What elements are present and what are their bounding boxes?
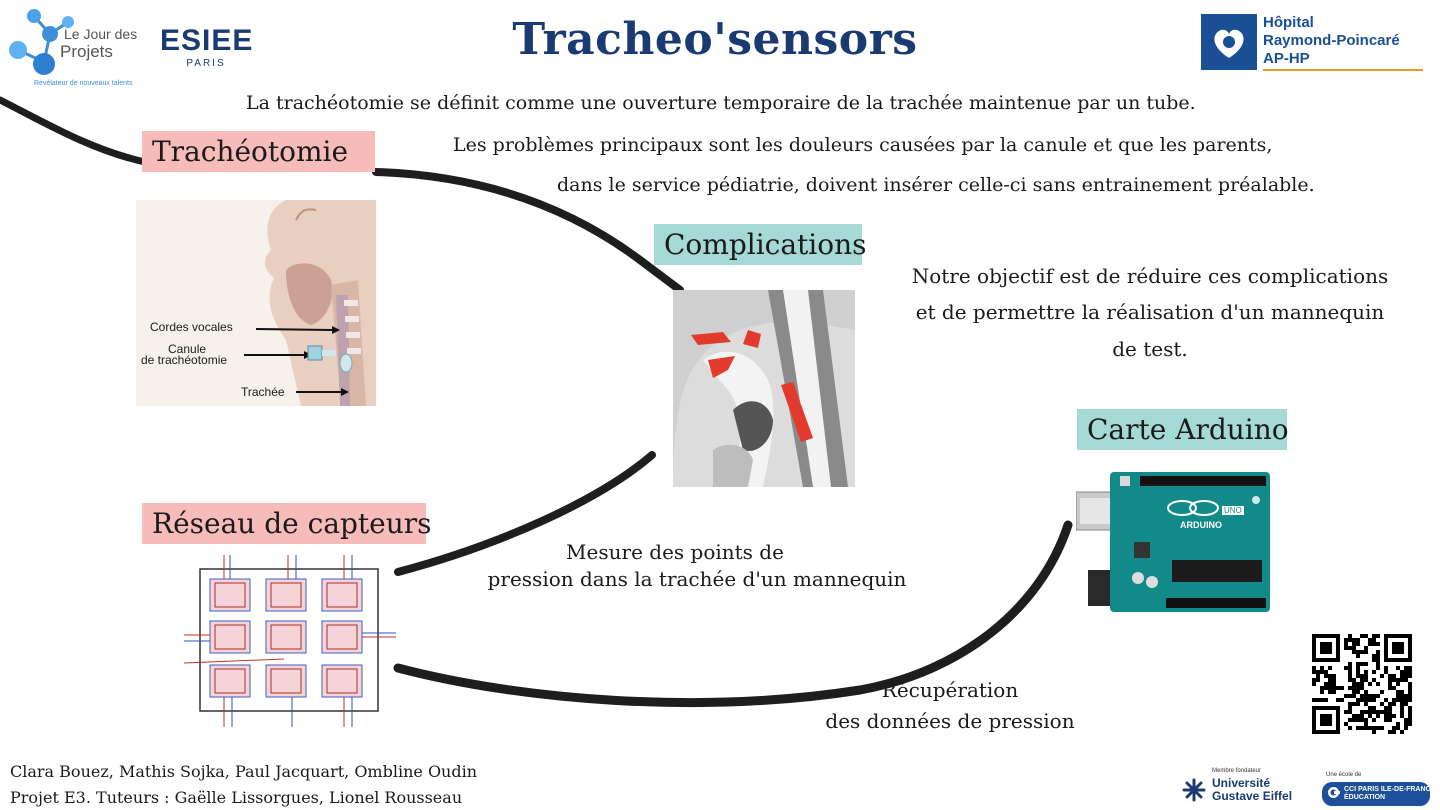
sensor-grid-illustration [183,555,396,727]
uge-star-icon [1182,778,1206,802]
hospital-underline [1263,69,1423,71]
label-de-tracheotomie: de trachéotomie [141,353,228,367]
esiee-logo: ESIEE PARIS [160,24,252,69]
cci-pill: CCI PARIS ILE-DE-FRANCE ÉDUCATION [1322,782,1436,806]
tracheotomy-diagram: Cordes vocales Canule de trachéotomie Tr… [136,200,376,406]
footer-tutors: Projet E3. Tuteurs : Gaëlle Lissorgues, … [10,788,463,807]
uge-line1: Université [1212,776,1271,790]
objective-line-2: et de permettre la réalisation d'un mann… [915,300,1385,324]
arduino-brand: ARDUINO [1180,520,1222,530]
jour-projets-line2: Projets [60,42,113,61]
uge-kicker: Membre fondateur [1212,768,1262,774]
jour-projets-tagline: Révélateur de nouveaux talents [34,80,133,87]
stroke-top-left [0,96,149,166]
sensor-grid-diagram [183,555,396,727]
heart-icon [1214,29,1244,58]
footer-authors: Clara Bouez, Mathis Sojka, Paul Jacquart… [10,762,478,781]
uge-logo: Membre fondateur Université Gustave Eiff… [1182,768,1302,804]
uge-line2: Gustave Eiffel [1212,789,1293,803]
cci-logo: Une école de CCI PARIS ILE-DE-FRANCE ÉDU… [1322,772,1436,806]
esiee-name: ESIEE [160,24,254,57]
molecule-icon [9,9,74,75]
hospital-line3: AP-HP [1263,50,1310,67]
mesure-line-1: Mesure des points de [566,540,784,564]
jour-des-projets-logo: Le Jour des Projets Révélateur de nouvea… [4,4,139,90]
recuperation-line-2: des données de pression [825,709,1075,733]
arduino-board-illustration [1075,472,1270,612]
esiee-city: PARIS [186,58,226,69]
qr-code-icon [1312,634,1412,734]
cci-line1: CCI PARIS ILE-DE-FRANCE [1344,786,1436,793]
cci-kicker: Une école de [1326,772,1362,778]
hospital-line2: Raymond-Poincaré [1263,32,1400,49]
objective-line-1: Notre objectif est de réduire ces compli… [911,264,1389,288]
hospital-line1: Hôpital [1263,14,1314,31]
intro-line-2: Les problèmes principaux sont les douleu… [453,134,1273,156]
cci-line2: ÉDUCATION [1344,794,1386,801]
airway-xray-illustration [673,290,855,487]
intro-line-3: dans le service pédiatrie, doivent insér… [557,174,1315,196]
label-trachee: Trachée [241,385,285,399]
mesure-line-2: pression dans la trachée d'un mannequin [487,567,907,591]
arduino-board-image: ARDUINO UNO [1075,470,1276,615]
page-title: Tracheo'sensors [512,14,918,65]
section-label-complications: Complications [654,224,867,265]
objective-line-3: de test. [1112,337,1188,361]
cci-c-icon [1328,787,1340,798]
anatomy-illustration [244,200,376,406]
section-label-arduino: Carte Arduino [1077,409,1289,450]
section-label-reseau: Réseau de capteurs [142,503,432,544]
hospital-emblem [1201,14,1257,70]
label-canule: Canule [168,342,207,356]
hospital-logo: Hôpital Raymond-Poincaré AP-HP [1201,14,1425,72]
label-cordes-vocales: Cordes vocales [150,320,233,334]
qr-code[interactable] [1312,634,1412,734]
complications-image [673,290,855,487]
arduino-model: UNO [1222,506,1244,515]
jour-projets-line1: Le Jour des [64,26,138,42]
section-label-tracheotomie: Trachéotomie [142,131,375,172]
recuperation-line-1: Récupération [881,678,1019,702]
intro-line-1: La trachéotomie se définit comme une ouv… [246,92,1196,114]
